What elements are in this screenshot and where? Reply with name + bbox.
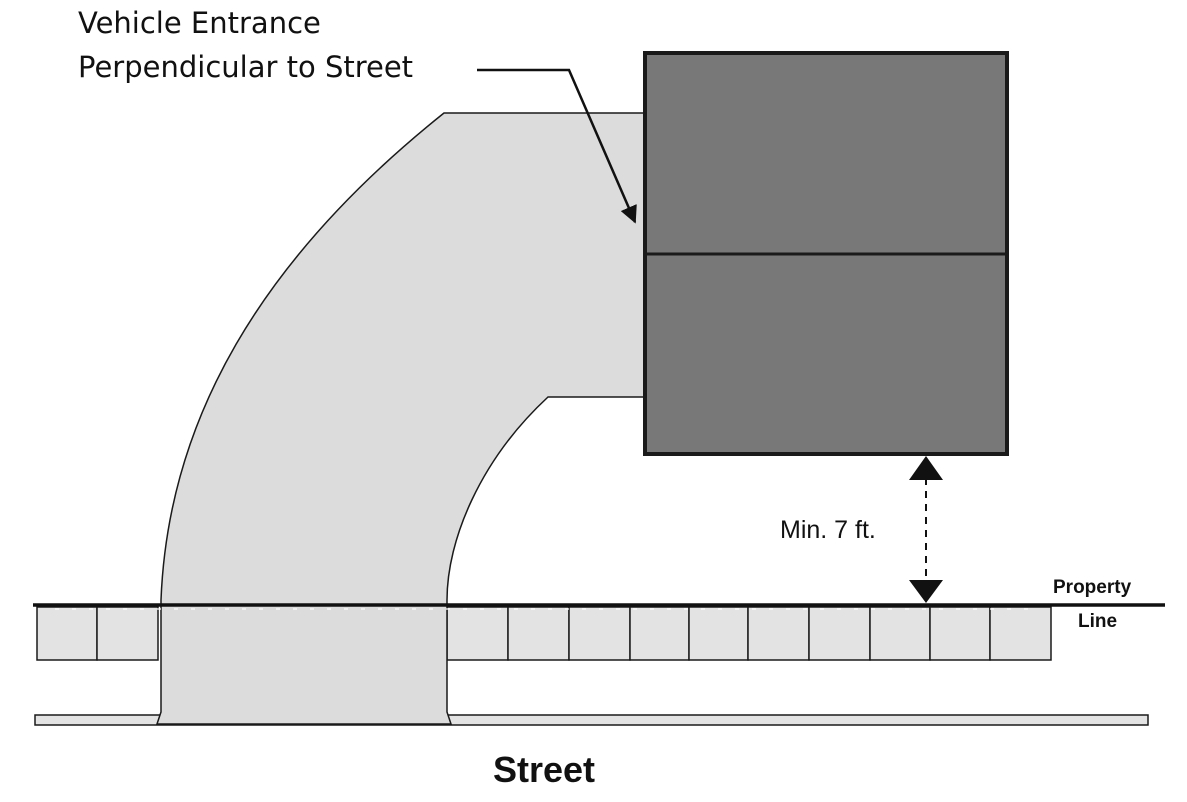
sidewalk-panel <box>869 606 931 661</box>
sidewalk-panel <box>568 606 631 661</box>
sidewalk <box>36 606 1052 661</box>
arrow-down-icon <box>909 580 943 603</box>
sidewalk-panel <box>96 606 159 661</box>
sidewalk-panel <box>36 606 98 661</box>
callout-leader-arrow <box>477 68 637 224</box>
callout-line-1: Vehicle Entrance <box>78 6 321 40</box>
sidewalk-panel <box>629 606 690 661</box>
setback-label: Min. 7 ft. <box>780 516 876 544</box>
sidewalk-panel <box>808 606 871 661</box>
sidewalk-panel <box>507 606 570 661</box>
driveway <box>155 112 646 725</box>
property-line-label-2: Line <box>1078 611 1117 632</box>
property-line-label-1: Property <box>1053 577 1132 598</box>
sidewalk-panel <box>929 606 991 661</box>
street-curb <box>34 714 1149 726</box>
arrow-up-icon <box>909 456 943 480</box>
setback-dimension <box>909 456 943 603</box>
street-label: Street <box>493 749 595 790</box>
sidewalk-panel <box>747 606 810 661</box>
callout-line-2: Perpendicular to Street <box>78 50 413 84</box>
sidewalk-panel <box>446 606 509 661</box>
sidewalk-panel <box>989 606 1052 661</box>
sidewalk-panel <box>688 606 749 661</box>
